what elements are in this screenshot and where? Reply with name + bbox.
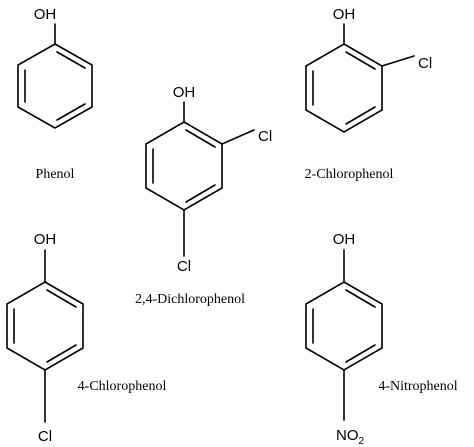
phenol-structure: OH Phenol	[17, 6, 93, 182]
chlorophenol-4-ring	[6, 281, 84, 371]
nitrophenol-4-oh-label: OH	[333, 231, 356, 248]
chlorophenol-4-cl-label: Cl	[38, 428, 52, 445]
chlorophenol-4-ring-double-bonds	[13, 289, 77, 363]
phenol-ring-double-bonds	[24, 51, 86, 121]
dichlorophenol-cl-ortho-label: Cl	[258, 128, 272, 145]
chlorophenol-2-name: 2-Chlorophenol	[305, 167, 394, 182]
chlorophenol-2-c-cl-bond	[381, 55, 415, 67]
dichlorophenol-oh-label: OH	[173, 84, 196, 101]
chlorophenol-2-ring-double-bonds	[312, 51, 376, 125]
dichlorophenol-cl-para-label: Cl	[177, 258, 191, 275]
phenol-ring	[17, 43, 93, 129]
chlorophenol-2-structure: OH Cl 2-Chlorophenol	[305, 6, 433, 182]
dichlorophenol-name: 2,4-Dichlorophenol	[135, 292, 245, 307]
nitrophenol-4-subscript-2: 2	[359, 436, 365, 447]
chlorophenol-2-ring	[305, 43, 383, 133]
chlorophenol-2-oh-label: OH	[333, 6, 356, 23]
nitrophenol-4-name: 4-Nitrophenol	[378, 379, 457, 394]
phenol-oh-label: OH	[34, 6, 57, 23]
nitrophenol-4-ring	[305, 281, 383, 371]
chlorophenol-4-oh-label: OH	[34, 231, 57, 248]
chlorophenol-4-name: 4-Chlorophenol	[78, 379, 167, 394]
nitrophenol-4-no2-label: NO2	[336, 427, 365, 447]
dichlorophenol-c-cl-bond-ortho	[221, 129, 255, 145]
phenol-name: Phenol	[36, 167, 75, 182]
chlorophenol-4-structure: OH Cl 4-Chlorophenol	[6, 231, 167, 445]
nitrophenol-4-ring-double-bonds	[312, 289, 376, 363]
chlorophenol-2-cl-label: Cl	[418, 55, 432, 72]
nitrophenol-4-no-text: NO	[336, 427, 359, 444]
dichlorophenol-ring-double-bonds	[152, 129, 216, 203]
dichlorophenol-structure: OH Cl Cl 2,4-Dichlorophenol	[135, 84, 272, 307]
dichlorophenol-ring	[145, 121, 223, 211]
nitrophenol-4-structure: OH NO2 4-Nitrophenol	[305, 231, 458, 447]
